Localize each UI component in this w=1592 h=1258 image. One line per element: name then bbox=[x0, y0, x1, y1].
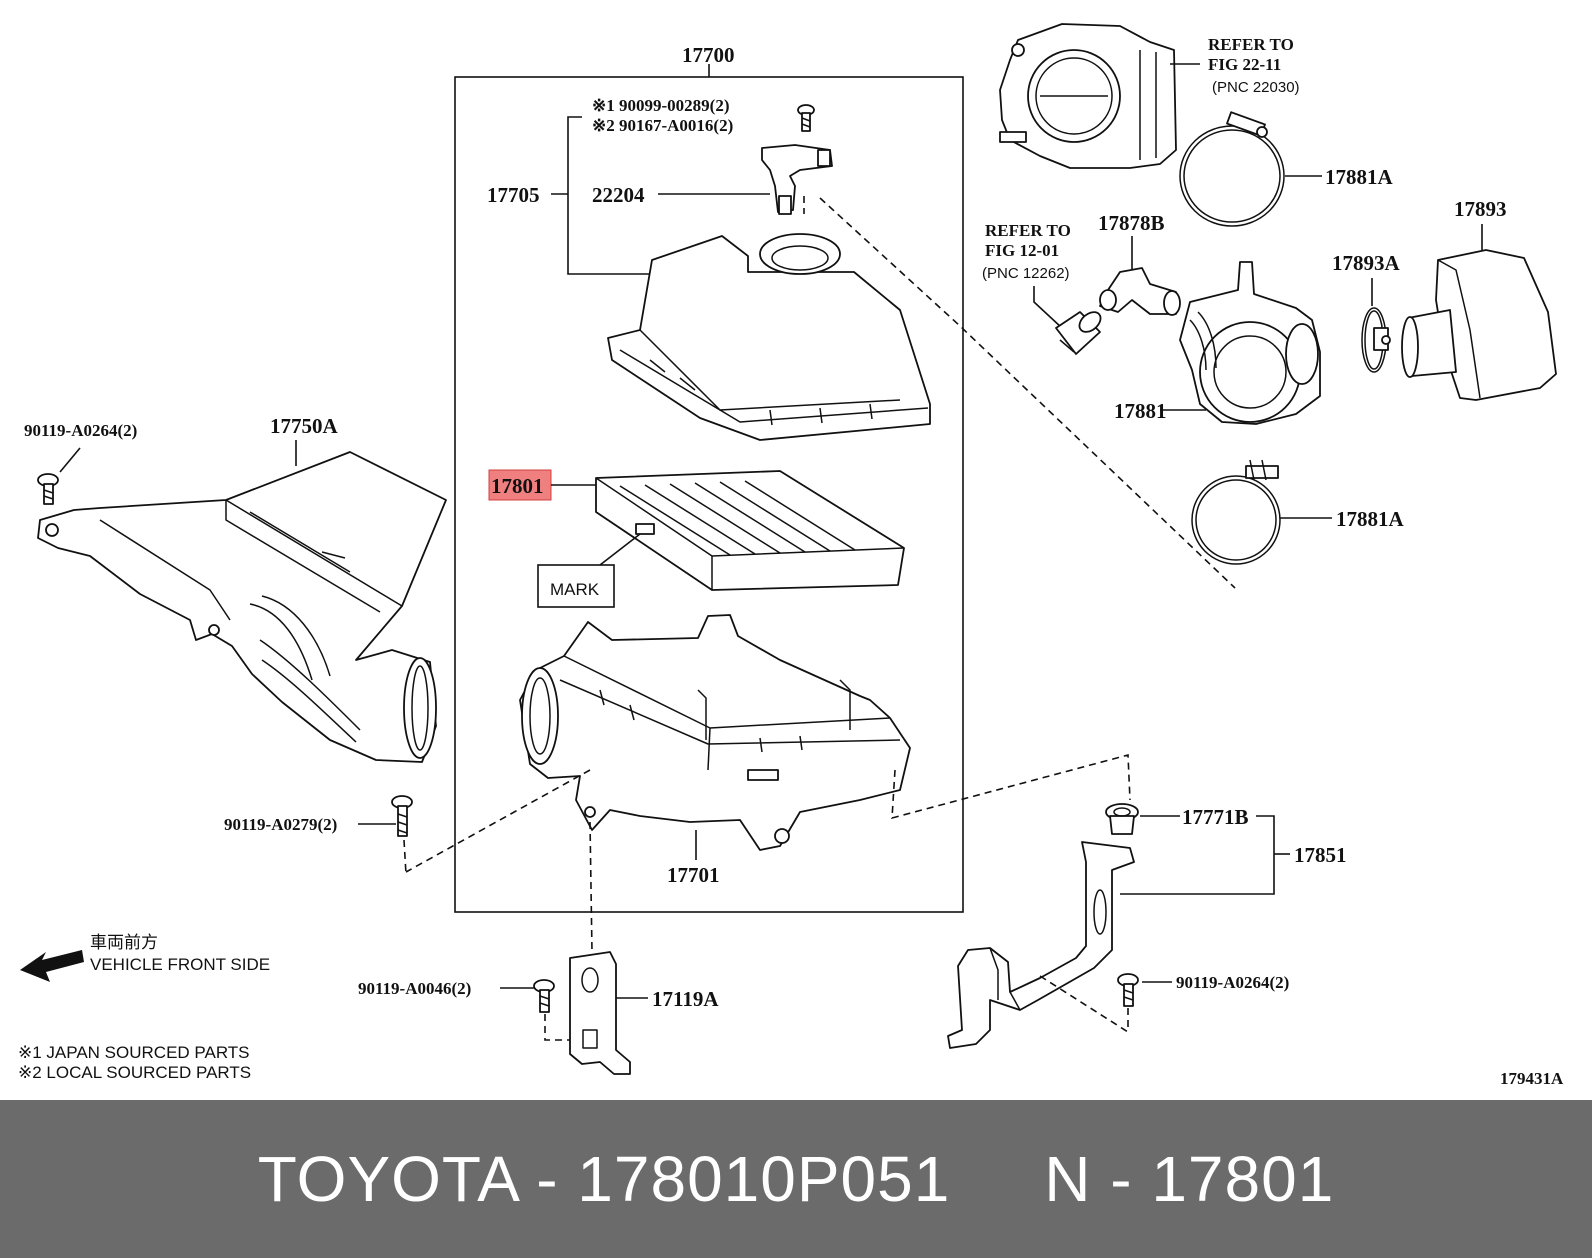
air-cleaner-case-icon bbox=[519, 614, 911, 851]
screw-90099-icon bbox=[797, 104, 815, 132]
label-17801[interactable]: 17801 bbox=[491, 474, 544, 498]
label-refer2-line1[interactable]: REFER TO bbox=[985, 221, 1071, 240]
label-90119-a0264-left[interactable]: 90119-A0264(2) bbox=[24, 421, 137, 440]
label-17881a-top[interactable]: 17881A bbox=[1325, 165, 1394, 189]
resonator-17893-icon bbox=[1401, 249, 1557, 401]
label-22204[interactable]: 22204 bbox=[592, 183, 645, 207]
illustration-id[interactable]: 179431A bbox=[1500, 1069, 1564, 1088]
breather-hose-icon bbox=[1055, 311, 1102, 355]
label-17893a[interactable]: 17893A bbox=[1332, 251, 1401, 275]
label-90119-a0264-right[interactable]: 90119-A0264(2) bbox=[1176, 973, 1289, 992]
label-17705[interactable]: 17705 bbox=[487, 183, 540, 207]
label-front-jp[interactable]: 車両前方 bbox=[90, 933, 158, 952]
intake-duct-icon bbox=[37, 451, 447, 763]
hose-clamp-bottom-icon bbox=[1191, 459, 1281, 565]
label-90119-a0046[interactable]: 90119-A0046(2) bbox=[358, 979, 471, 998]
label-refer2-line3[interactable]: (PNC 12262) bbox=[982, 265, 1070, 282]
label-17881a-bottom[interactable]: 17881A bbox=[1336, 507, 1405, 531]
label-refer1-line3[interactable]: (PNC 22030) bbox=[1212, 79, 1300, 96]
label-17881[interactable]: 17881 bbox=[1114, 399, 1167, 423]
air-filter-element-icon bbox=[595, 470, 905, 591]
bolt-a0046-icon bbox=[533, 979, 555, 1013]
bolt-left-icon bbox=[37, 473, 59, 505]
hose-clamp-17893a-icon bbox=[1361, 307, 1391, 373]
mass-air-flow-sensor-icon bbox=[761, 144, 833, 215]
label-17878b[interactable]: 17878B bbox=[1098, 211, 1165, 235]
label-17701[interactable]: 17701 bbox=[667, 863, 720, 887]
vacuum-fitting-icon bbox=[1099, 267, 1181, 316]
bolt-right-icon bbox=[1117, 973, 1139, 1007]
air-hose-17881-icon bbox=[1179, 261, 1321, 425]
parts-diagram: 17700 ※1 90099-00289(2) ※2 90167-A0016(2… bbox=[18, 23, 1564, 1088]
legend-line-2[interactable]: ※2 LOCAL SOURCED PARTS bbox=[18, 1063, 251, 1082]
throttle-body-icon bbox=[999, 23, 1177, 169]
vehicle-front-arrow-icon bbox=[20, 950, 84, 982]
label-note-x2[interactable]: ※2 90167-A0016(2) bbox=[592, 116, 733, 135]
air-cleaner-cap-icon bbox=[607, 233, 931, 441]
label-17750a[interactable]: 17750A bbox=[270, 414, 339, 438]
highlight-17801 bbox=[488, 469, 552, 501]
label-17700[interactable]: 17700 bbox=[682, 43, 735, 67]
legend-line-1[interactable]: ※1 JAPAN SOURCED PARTS bbox=[18, 1043, 250, 1062]
bolt-a0279-icon bbox=[391, 795, 413, 837]
mark-box bbox=[537, 564, 615, 608]
label-front-en[interactable]: VEHICLE FRONT SIDE bbox=[90, 955, 270, 974]
bracket-17119a-icon bbox=[569, 951, 631, 1075]
label-17119a[interactable]: 17119A bbox=[652, 987, 719, 1011]
hose-clamp-top-icon bbox=[1179, 111, 1285, 227]
footer-part-text: TOYOTA - 178010P051 N - 17801 bbox=[257, 1143, 1335, 1215]
grommet-17771b-icon bbox=[1105, 803, 1139, 835]
label-refer1-line1[interactable]: REFER TO bbox=[1208, 35, 1294, 54]
label-mark[interactable]: MARK bbox=[550, 580, 600, 599]
label-17771b[interactable]: 17771B bbox=[1182, 805, 1249, 829]
label-refer1-line2[interactable]: FIG 22-11 bbox=[1208, 55, 1281, 74]
label-90119-a0279[interactable]: 90119-A0279(2) bbox=[224, 815, 337, 834]
label-refer2-line2[interactable]: FIG 12-01 bbox=[985, 241, 1059, 260]
bracket-17851-icon bbox=[947, 841, 1135, 1049]
label-17851[interactable]: 17851 bbox=[1294, 843, 1347, 867]
part-number-footer: TOYOTA - 178010P051 N - 17801 bbox=[0, 1100, 1592, 1258]
label-17893[interactable]: 17893 bbox=[1454, 197, 1507, 221]
label-note-x1[interactable]: ※1 90099-00289(2) bbox=[592, 96, 729, 115]
